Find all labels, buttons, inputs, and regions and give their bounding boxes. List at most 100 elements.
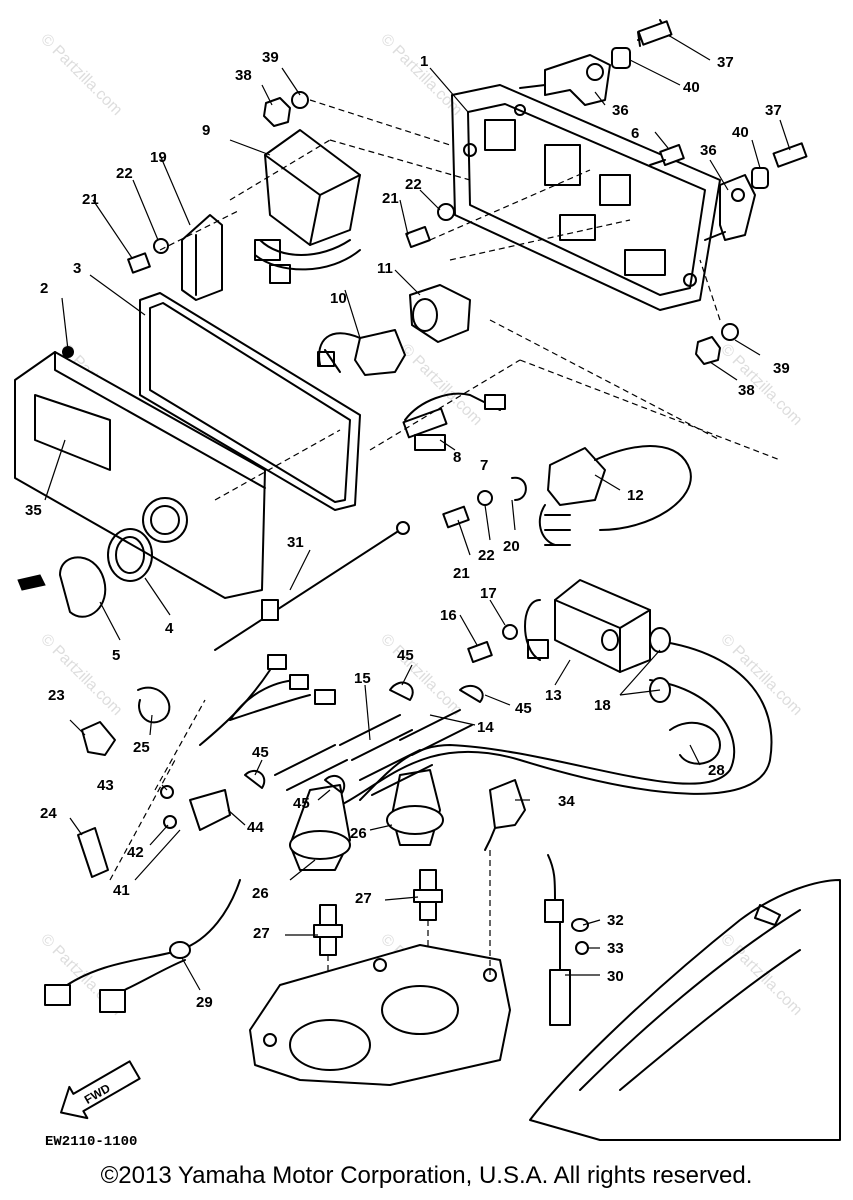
callout-23: 23: [48, 687, 65, 704]
callout-38: 38: [738, 382, 755, 399]
watercraft-hull: [529, 879, 841, 1141]
callout-45: 45: [515, 700, 532, 717]
callout-12: 12: [627, 487, 644, 504]
callout-22: 22: [116, 165, 133, 182]
watermark: © Partzilla.com: [717, 341, 805, 429]
callout-11: 11: [377, 260, 393, 277]
callout-27: 27: [253, 925, 270, 942]
electrical-box-frame: [451, 84, 721, 311]
callout-26: 26: [350, 825, 367, 842]
washer-42: [163, 815, 177, 829]
callout-40: 40: [683, 79, 700, 96]
screw-16-17: [467, 624, 518, 663]
callout-21: 21: [453, 565, 470, 582]
callout-6: 6: [631, 125, 639, 142]
callout-13: 13: [545, 687, 562, 704]
callout-22: 22: [478, 547, 495, 564]
callout-28: 28: [708, 762, 725, 779]
rectifier-12: [538, 445, 692, 546]
callout-14: 14: [477, 719, 494, 736]
coupler-23: [81, 721, 116, 756]
callout-15: 15: [354, 670, 371, 687]
callout-43: 43: [97, 777, 114, 794]
callout-34: 34: [558, 793, 575, 810]
callout-40: 40: [732, 124, 749, 141]
clamp-45c: [244, 769, 266, 789]
callout-labels: 1 2 3 4 5 6 7 8 9 10 11 12 13 14 15 16 1…: [25, 49, 790, 1011]
callout-35: 35: [25, 502, 42, 519]
callout-29: 29: [196, 994, 213, 1011]
callout-45: 45: [397, 647, 414, 664]
callout-9: 9: [202, 122, 210, 139]
lead-31: [214, 521, 410, 651]
nut-washer-lower: [695, 323, 739, 365]
copyright-footer: ©2013 Yamaha Motor Corporation, U.S.A. A…: [100, 1162, 753, 1189]
gasket: [139, 292, 361, 511]
callout-31: 31: [287, 534, 304, 551]
callout-36: 36: [612, 102, 629, 119]
screw-washer-lower: [442, 476, 527, 529]
screw-washer-left: [127, 238, 169, 274]
callout-16: 16: [440, 607, 457, 624]
ignition-coil: [524, 579, 651, 673]
callout-20: 20: [503, 538, 520, 555]
callout-3: 3: [73, 260, 81, 277]
callout-2: 2: [40, 280, 48, 297]
lead-wire-7-8: [402, 392, 506, 451]
callout-1: 1: [420, 53, 428, 70]
callout-44: 44: [247, 819, 264, 836]
cylinder-head: [249, 944, 511, 1086]
watermark: © Partzilla.com: [37, 631, 125, 719]
callout-30: 30: [607, 968, 624, 985]
watermark: © Partzilla.com: [377, 631, 465, 719]
callout-37: 37: [717, 54, 734, 71]
callout-17: 17: [480, 585, 497, 602]
bracket-right: [704, 142, 808, 241]
nut-washer-upper: [263, 91, 309, 127]
callout-36: 36: [700, 142, 717, 159]
tube-15: [339, 714, 433, 796]
callout-10: 10: [330, 290, 347, 307]
tube-14: [274, 709, 473, 791]
sub-harness: [199, 654, 336, 746]
clamp-45d: [324, 774, 346, 794]
watermark: © Partzilla.com: [37, 31, 125, 119]
clip-24: [77, 827, 109, 878]
wire-harness-29: [44, 879, 241, 1013]
callout-33: 33: [607, 940, 624, 957]
coupler-11: [409, 284, 471, 343]
leader-lines: [44, 34, 791, 991]
callout-42: 42: [127, 844, 144, 861]
callout-37: 37: [765, 102, 782, 119]
screw-washer-mid: [405, 203, 455, 248]
callout-39: 39: [262, 49, 279, 66]
watermark: © Partzilla.com: [717, 631, 805, 719]
coupler-10: [317, 329, 406, 376]
callout-18: 18: [594, 697, 611, 714]
callout-8: 8: [453, 449, 461, 466]
callout-21: 21: [382, 190, 399, 207]
callout-27: 27: [355, 890, 372, 907]
callout-39: 39: [773, 360, 790, 377]
callout-4: 4: [165, 620, 174, 637]
watermark: © Partzilla.com: [717, 931, 805, 1019]
fwd-arrow: FWD: [60, 1060, 141, 1120]
plug-cap-right: [386, 769, 444, 846]
plug-cap-left: [289, 784, 351, 871]
callout-45: 45: [293, 795, 310, 812]
grommet-4: [107, 528, 153, 582]
callout-32: 32: [607, 912, 624, 929]
callout-22: 22: [405, 176, 422, 193]
spark-plug-left: [313, 904, 343, 1040]
clamp-45a: [389, 681, 414, 701]
callout-7: 7: [480, 457, 488, 474]
screw-43: [160, 785, 174, 799]
electrical-box-cover: [14, 346, 266, 599]
bracket-upper: [519, 19, 673, 106]
drawing-code: EW2110-1100: [45, 1134, 137, 1150]
band-25: [137, 686, 171, 724]
assembly-dashed-lines: [109, 99, 781, 881]
callout-21: 21: [82, 191, 99, 208]
